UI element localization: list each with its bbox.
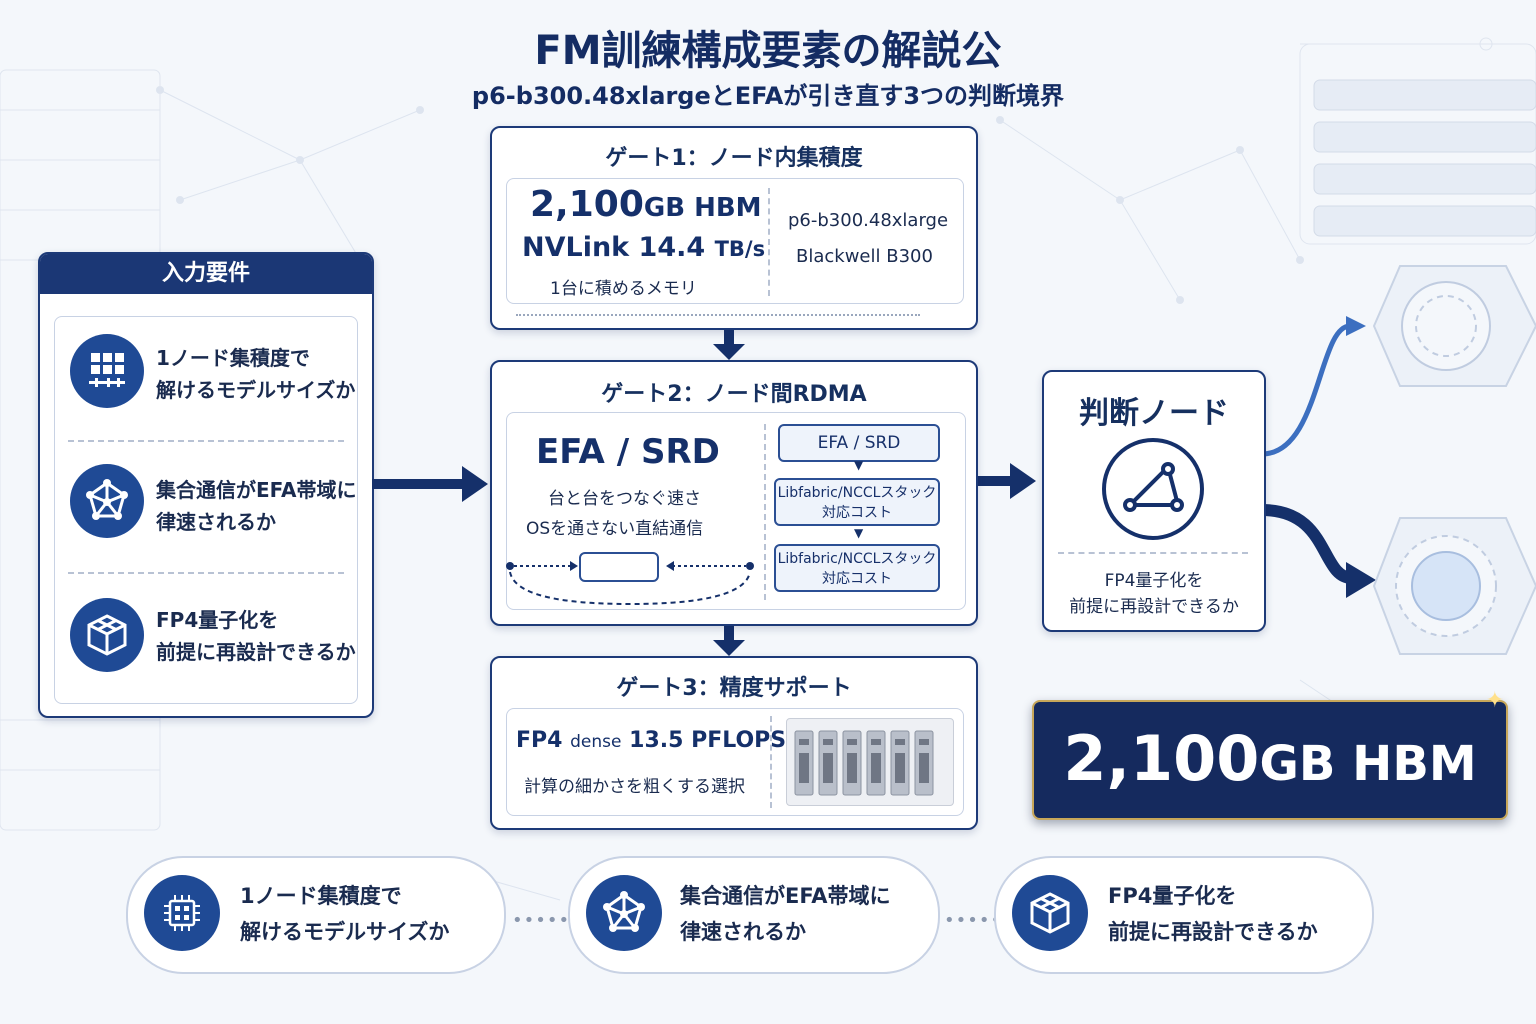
stack-libfabric-2: Libfabric/NCCLスタック 対応コスト — [774, 544, 940, 592]
output-node-top — [1372, 265, 1536, 387]
gate2-divider — [764, 424, 766, 600]
gate1-title: ゲート1：ノード内集積度 — [605, 146, 863, 171]
summary-pill-2-text: 集合通信がEFA帯域に 律速されるか — [680, 884, 891, 944]
decision-title: 判断ノード — [1079, 396, 1229, 431]
hbm-highlight-badge: 2,100GB HBM ✦ — [1032, 688, 1508, 820]
branch-arrow-down — [1261, 504, 1353, 584]
gate2-panel: ゲート2：ノード間RDMA EFA / SRD 台と台をつなぐ速さ OSを通さな… — [490, 360, 978, 626]
summary-pill-1-text: 1ノード集積度で 解けるモデルサイズか — [240, 884, 450, 944]
gate3-value: FP4 dense 13.5 PFLOPS — [516, 728, 787, 753]
gate2-line2: OSを通さない直結通信 — [526, 519, 704, 539]
gate1-panel: ゲート1：ノード内集積度 2,100GB HBM NVLink 14.4 TB/… — [490, 126, 978, 330]
decision-node-panel: 判断ノード FP4量子化を 前提に再設計できるか — [1042, 370, 1266, 632]
network-icon — [586, 875, 662, 951]
gate2-title: ゲート2：ノード間RDMA — [601, 382, 867, 407]
output-node-bottom — [1372, 517, 1536, 655]
gate3-divider — [770, 716, 772, 808]
gate1-dotted-rule — [516, 314, 920, 316]
divider — [68, 572, 344, 574]
gate3-caption: 計算の細かさを粗くする選択 — [524, 777, 745, 797]
chip-icon — [144, 875, 220, 951]
gate1-divider — [768, 188, 770, 296]
gate2-line1: 台と台をつなぐ速さ — [548, 489, 701, 509]
triangle-network-icon — [1102, 438, 1204, 540]
server-rack-image — [786, 718, 954, 806]
branch-arrow-up — [1261, 323, 1351, 457]
divider — [68, 440, 344, 442]
gate3-panel: ゲート3：精度サポート FP4 dense 13.5 PFLOPS 計算の細かさ… — [490, 656, 978, 830]
stack-libfabric-1: Libfabric/NCCLスタック 対応コスト — [774, 478, 940, 526]
input-item-1-text: 1ノード集積度で 解けるモデルサイズか — [156, 346, 356, 402]
page-title: FM訓練構成要素の解説公 — [534, 28, 1002, 74]
network-icon — [70, 464, 144, 538]
divider — [1058, 552, 1248, 554]
stack-efa-srd: EFA / SRD — [778, 424, 940, 462]
summary-pill-2: 集合通信がEFA帯域に 律速されるか — [568, 856, 940, 974]
gate1-nvlink-value: NVLink 14.4 TB/s — [522, 232, 766, 263]
input-requirements-panel: 入力要件 1ノード集積度で 解けるモデルサイズか 集合通信がEFA帯域に 律速さ… — [38, 252, 374, 718]
gate2-heading: EFA / SRD — [536, 432, 720, 472]
cube-icon — [1012, 875, 1088, 951]
gate3-title: ゲート3：精度サポート — [616, 676, 852, 701]
rdma-flow-diagram — [506, 552, 754, 606]
gate1-caption: 1台に積めるメモリ — [550, 279, 697, 299]
gate1-instance: p6-b300.48xlarge — [788, 210, 949, 231]
input-panel-title: 入力要件 — [40, 254, 372, 294]
gate1-gpu: Blackwell B300 — [796, 246, 933, 267]
decision-line2: 前提に再設計できるか — [1069, 597, 1239, 617]
sparkle-icon: ✦ — [1485, 688, 1504, 713]
input-item-2-text: 集合通信がEFA帯域に 律速されるか — [156, 478, 357, 534]
summary-pill-3: FP4量子化を 前提に再設計できるか — [994, 856, 1374, 974]
summary-pill-3-text: FP4量子化を 前提に再設計できるか — [1108, 884, 1318, 944]
page-subtitle: p6-b300.48xlargeとEFAが引き直す3つの判断境界 — [471, 82, 1065, 110]
summary-pill-1: 1ノード集積度で 解けるモデルサイズか — [126, 856, 506, 974]
hbm-highlight-value: 2,100GB HBM — [1063, 722, 1477, 795]
stack-arrow: ▼ — [854, 526, 864, 540]
gate1-body — [506, 178, 964, 304]
gate1-hbm-value: 2,100GB HBM — [530, 184, 762, 225]
stack-arrow: ▼ — [854, 458, 864, 472]
input-item-3-text: FP4量子化を 前提に再設計できるか — [156, 608, 356, 664]
grid-icon — [70, 334, 144, 408]
decision-line1: FP4量子化を — [1104, 571, 1204, 591]
cube-icon — [70, 598, 144, 672]
